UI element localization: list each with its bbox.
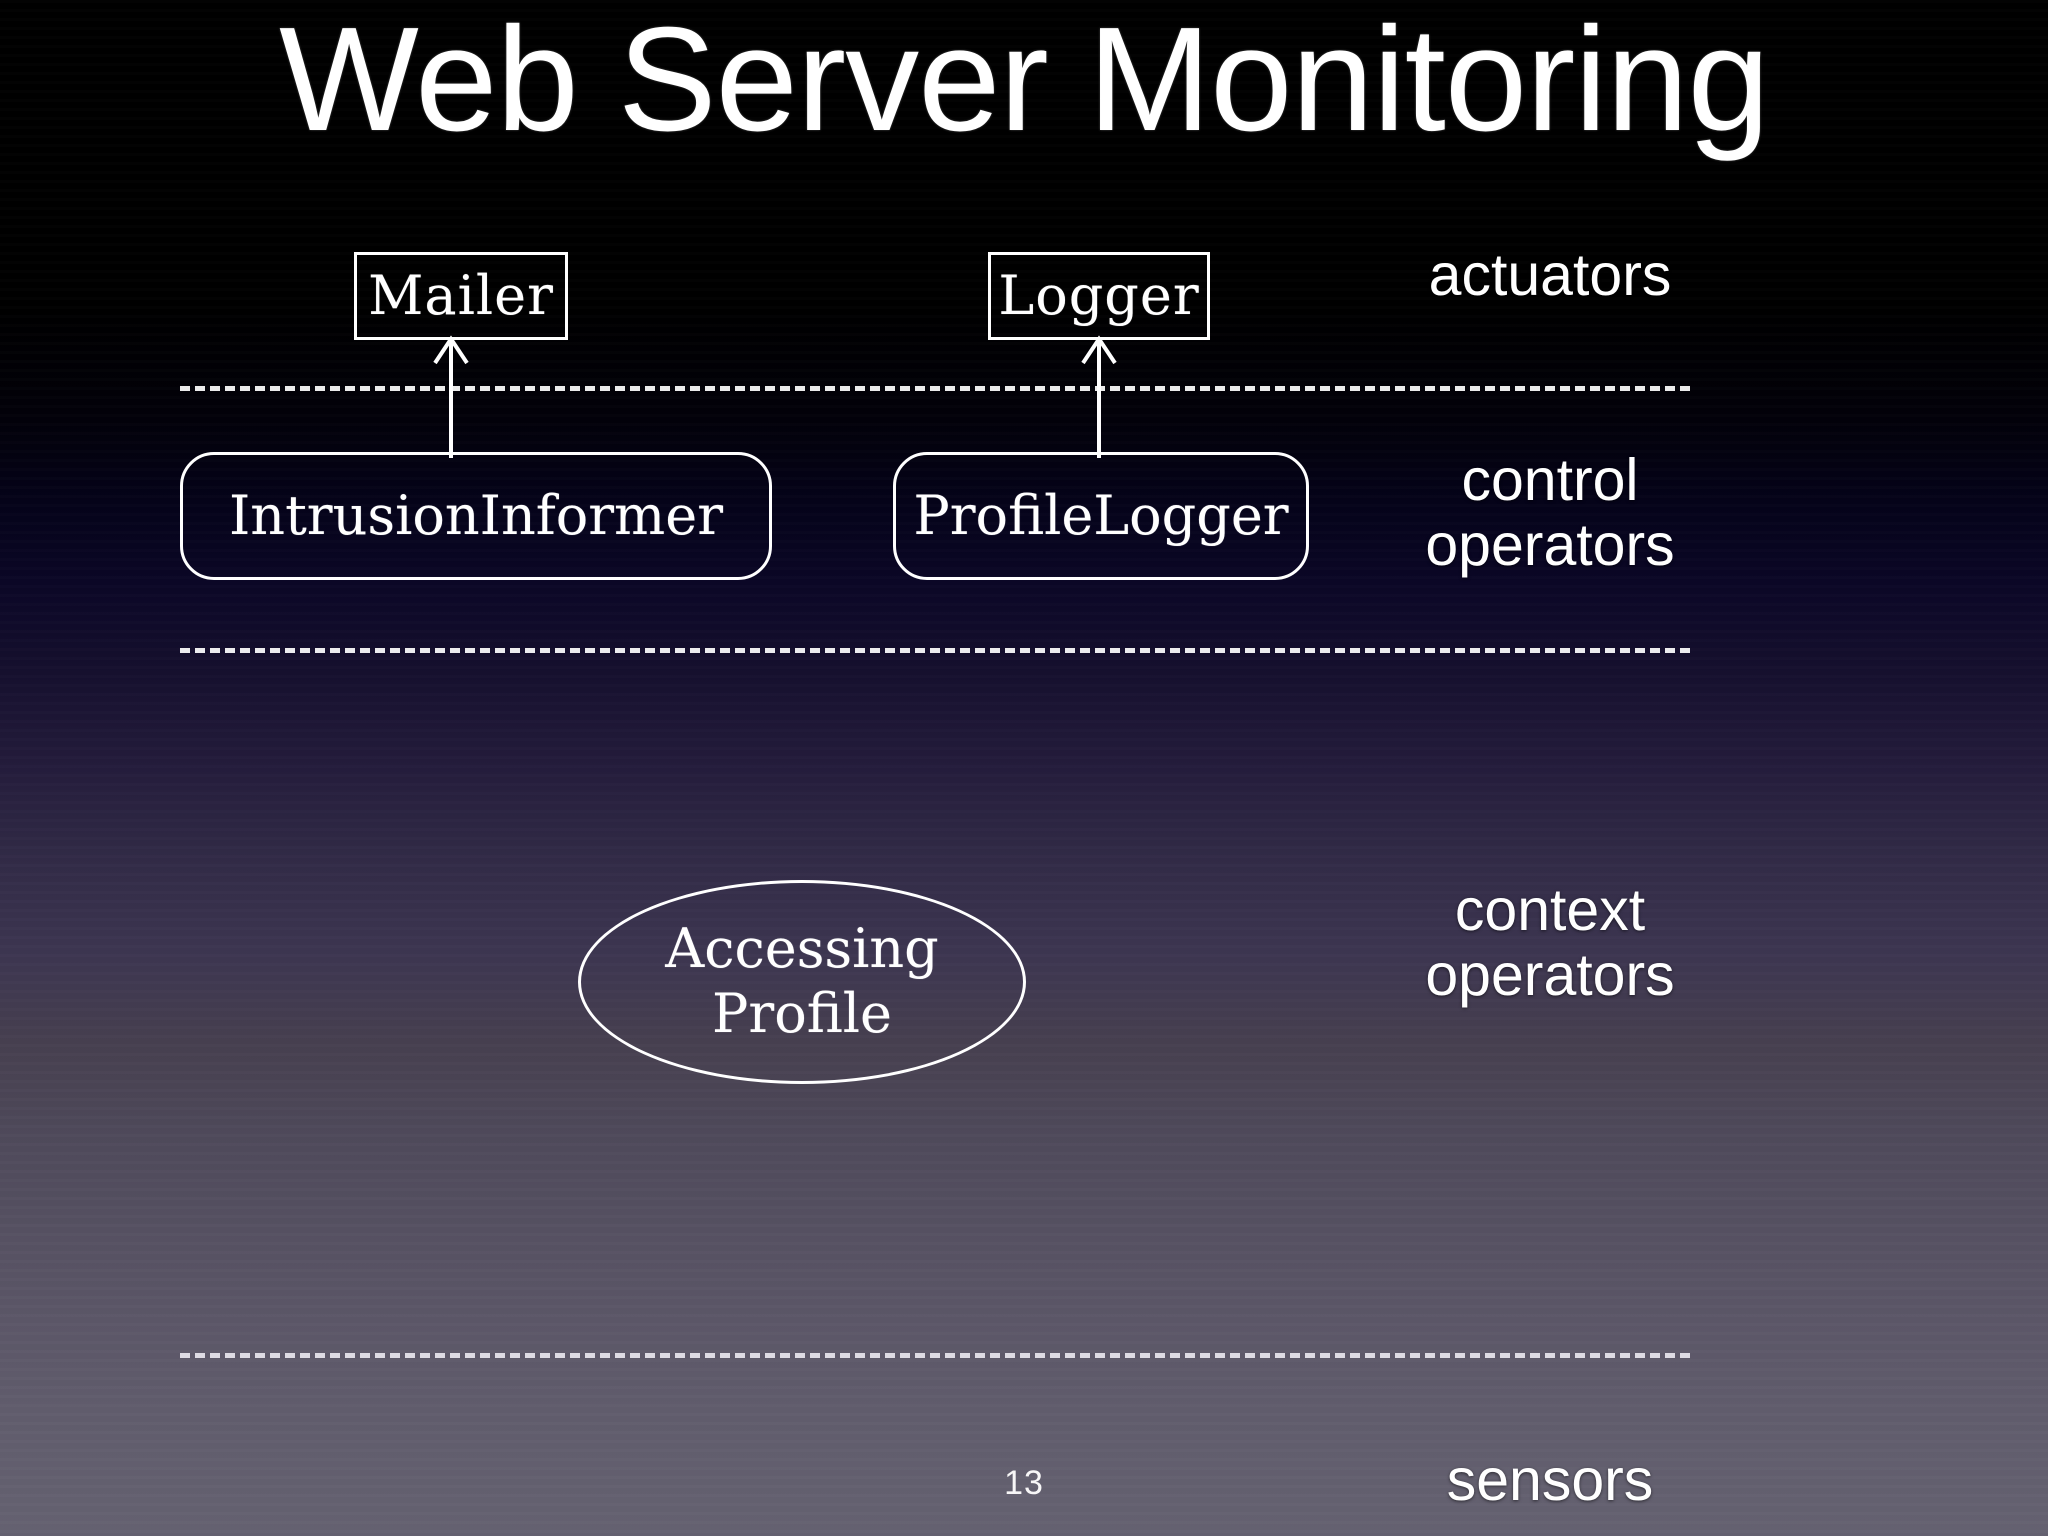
node-accessing-profile-label-line2: Profile xyxy=(712,982,892,1045)
node-mailer-label: Mailer xyxy=(368,264,554,327)
node-intrusion-informer[interactable]: IntrusionInformer xyxy=(180,452,772,580)
band-label-actuators: actuators xyxy=(1428,242,1672,308)
node-accessing-profile-label-line1: Accessing xyxy=(665,917,939,981)
band-label-context-operators: context operators xyxy=(1425,877,1675,1008)
node-intrusion-informer-label: IntrusionInformer xyxy=(228,484,724,547)
slide-title: Web Server Monitoring xyxy=(279,0,1770,162)
divider-actuators-band xyxy=(180,386,1690,391)
divider-control-operators-band xyxy=(180,648,1690,653)
node-accessing-profile[interactable]: Accessing Profile xyxy=(578,880,1026,1084)
edge-profile-logger-to-logger-arrow-icon xyxy=(1081,335,1117,458)
node-logger-label: Logger xyxy=(998,264,1200,327)
edge-intrusion-informer-to-mailer-arrow-icon xyxy=(433,335,469,458)
divider-sensors-band xyxy=(180,1353,1690,1358)
band-label-control-operators: control operators xyxy=(1425,447,1675,578)
node-profile-logger[interactable]: ProfileLogger xyxy=(893,452,1309,580)
node-profile-logger-label: ProfileLogger xyxy=(913,484,1289,547)
band-label-sensors: sensors xyxy=(1446,1447,1654,1513)
node-logger[interactable]: Logger xyxy=(988,252,1210,340)
page-number: 13 xyxy=(1004,1464,1044,1502)
node-mailer[interactable]: Mailer xyxy=(354,252,568,340)
